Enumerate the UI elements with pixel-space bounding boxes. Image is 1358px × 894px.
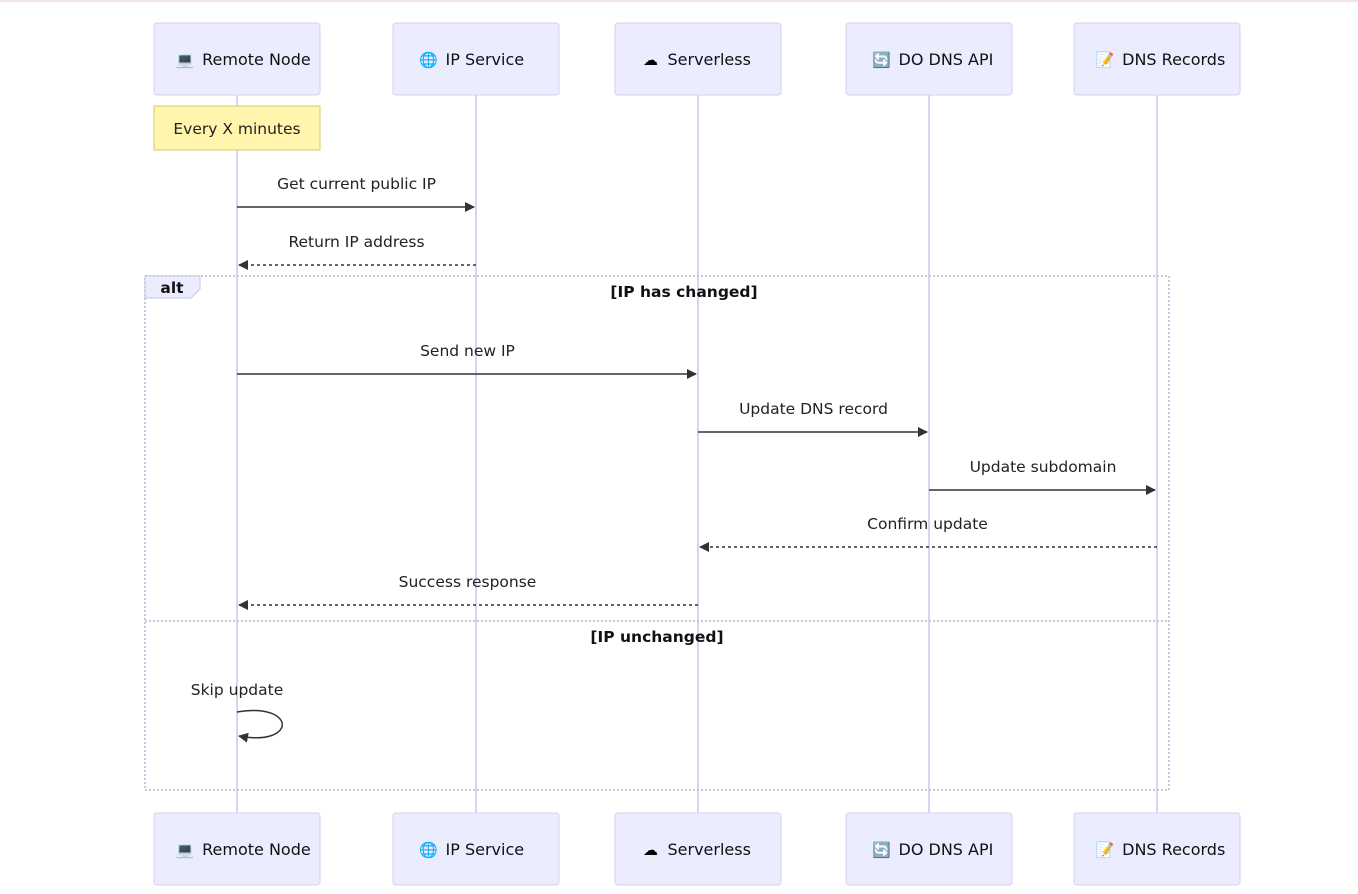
message-label: Skip update xyxy=(191,681,284,699)
message-label: Success response xyxy=(399,573,537,591)
message-label: Confirm update xyxy=(867,515,988,533)
message-label: Update DNS record xyxy=(739,400,888,418)
note-every-x-minutes: Every X minutes xyxy=(153,105,321,151)
message-6: Confirm update xyxy=(699,515,1157,552)
message-8: Skip update xyxy=(191,681,284,743)
actor-remote-bottom: 💻 Remote Node xyxy=(153,812,321,886)
actor-label: DO DNS API xyxy=(899,50,994,69)
actor-remote-top: 💻 Remote Node xyxy=(153,22,321,96)
alt-fragment: alt [IP has changed] [IP unchanged] xyxy=(144,275,1170,791)
actor-box xyxy=(392,812,560,886)
actor-box xyxy=(153,812,321,886)
actor-label: DNS Records xyxy=(1122,840,1225,859)
alt-label-box xyxy=(144,275,201,299)
cloud-icon: ☁ xyxy=(643,841,658,859)
actor-box xyxy=(392,22,560,96)
actor-label: Serverless xyxy=(668,50,751,69)
message-3: Send new IP xyxy=(237,342,697,379)
message-label: Send new IP xyxy=(420,342,515,360)
message-4: Update DNS record xyxy=(698,400,928,437)
actor-doapi-top: 🔄 DO DNS API xyxy=(845,22,1013,96)
alt-condition-changed: [IP has changed] xyxy=(610,283,757,301)
message-1: Get current public IP xyxy=(237,175,475,212)
cloud-icon: ☁ xyxy=(643,51,658,69)
message-label: Return IP address xyxy=(288,233,424,251)
note-text: Every X minutes xyxy=(173,120,300,138)
actor-ipsvc-bottom: 🌐 IP Service xyxy=(392,812,560,886)
laptop-icon: 💻 xyxy=(176,51,195,69)
actor-label: Remote Node xyxy=(202,840,311,859)
actor-box xyxy=(153,22,321,96)
actor-label: IP Service xyxy=(446,50,525,69)
actor-records-top: 📝 DNS Records xyxy=(1073,22,1241,96)
laptop-icon: 💻 xyxy=(176,841,195,859)
message-arrow xyxy=(236,709,283,743)
actor-serverless-bottom: ☁ Serverless xyxy=(614,812,782,886)
actor-box xyxy=(1073,22,1241,96)
message-5: Update subdomain xyxy=(929,458,1156,495)
actor-doapi-bottom: 🔄 DO DNS API xyxy=(845,812,1013,886)
refresh-icon: 🔄 xyxy=(872,841,891,859)
actor-serverless-top: ☁ Serverless xyxy=(614,22,782,96)
actor-box xyxy=(845,22,1013,96)
refresh-icon: 🔄 xyxy=(872,51,891,69)
actor-label: DNS Records xyxy=(1122,50,1225,69)
note-box xyxy=(153,105,321,151)
alt-label: alt xyxy=(160,279,184,297)
top-border xyxy=(0,0,1358,2)
actor-box xyxy=(614,812,782,886)
message-label: Update subdomain xyxy=(970,458,1117,476)
message-7: Success response xyxy=(238,573,698,610)
actor-box xyxy=(845,812,1013,886)
actor-label: IP Service xyxy=(446,840,525,859)
alt-frame xyxy=(144,275,1170,791)
actor-ipsvc-top: 🌐 IP Service xyxy=(392,22,560,96)
actor-label: DO DNS API xyxy=(899,840,994,859)
message-2: Return IP address xyxy=(238,233,476,270)
alt-condition-unchanged: [IP unchanged] xyxy=(590,628,723,646)
actor-label: Serverless xyxy=(668,840,751,859)
message-label: Get current public IP xyxy=(277,175,436,193)
actor-label: Remote Node xyxy=(202,50,311,69)
memo-icon: 📝 xyxy=(1096,841,1115,859)
actor-box xyxy=(1073,812,1241,886)
globe-icon: 🌐 xyxy=(419,841,438,859)
actor-box xyxy=(614,22,782,96)
memo-icon: 📝 xyxy=(1096,51,1115,69)
actor-records-bottom: 📝 DNS Records xyxy=(1073,812,1241,886)
globe-icon: 🌐 xyxy=(419,51,438,69)
